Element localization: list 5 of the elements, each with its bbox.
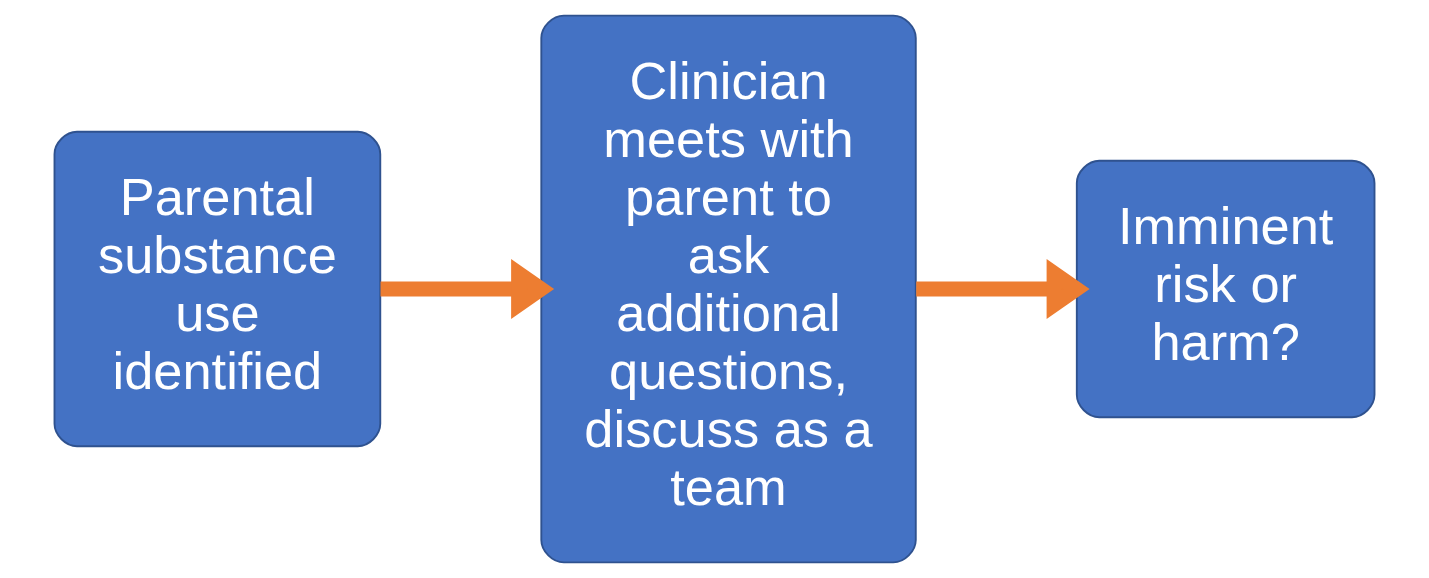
node-box: Imminent risk or harm? [1075,159,1376,419]
arrow [916,258,1090,320]
arrow [380,258,555,320]
node-box: Clinician meets with parent to ask additional questions, discuss as a team [540,14,917,564]
node-box: Parental substance use identified [53,130,382,448]
